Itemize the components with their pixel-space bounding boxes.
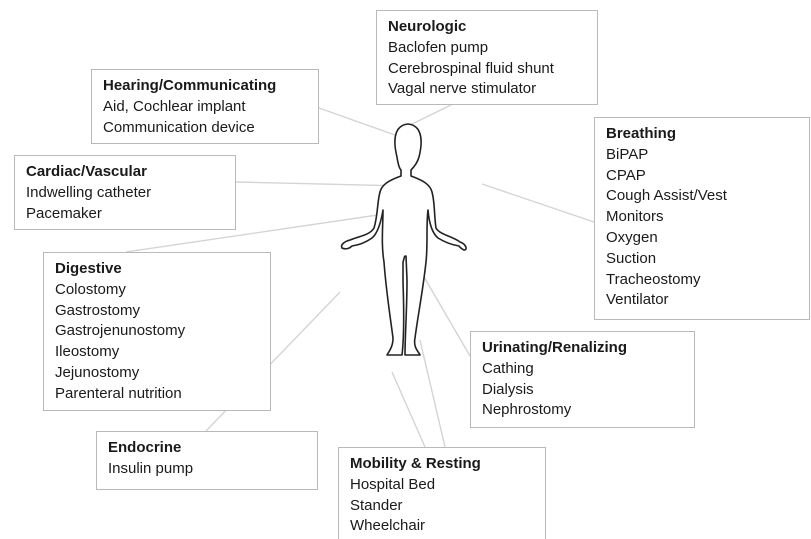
urinating-item: Dialysis	[482, 380, 684, 401]
digestive-item: Gastrostomy	[55, 301, 260, 322]
cardiac-connector	[236, 182, 405, 186]
mobility-item: Wheelchair	[350, 516, 535, 537]
digestive-item: Ileostomy	[55, 342, 260, 363]
neurologic-item: Cerebrospinal fluid shunt	[388, 59, 587, 80]
mobility-title: Mobility & Resting	[350, 454, 535, 475]
hearing-item: Aid, Cochlear implant	[103, 97, 308, 118]
neurologic-connector	[410, 103, 455, 125]
breathing-item: Suction	[606, 249, 799, 270]
breathing-title: Breathing	[606, 124, 799, 145]
mobility-item: Stander	[350, 496, 535, 517]
neurologic-title: Neurologic	[388, 17, 587, 38]
cardiac-vascular-box: Cardiac/Vascular Indwelling catheter Pac…	[14, 155, 236, 230]
digestive-box: Digestive Colostomy Gastrostomy Gastroje…	[43, 252, 271, 411]
human-body-outline	[342, 124, 466, 355]
breathing-connector	[482, 184, 594, 222]
breathing-item: Cough Assist/Vest	[606, 186, 799, 207]
mobility-item: Hospital Bed	[350, 475, 535, 496]
neurologic-item: Baclofen pump	[388, 38, 587, 59]
neurologic-item: Vagal nerve stimulator	[388, 79, 587, 100]
breathing-item: Monitors	[606, 207, 799, 228]
hearing-item: Communication device	[103, 118, 308, 139]
cardiac-title: Cardiac/Vascular	[26, 162, 225, 183]
cardiac-item: Indwelling catheter	[26, 183, 225, 204]
endocrine-title: Endocrine	[108, 438, 307, 459]
urinating-title: Urinating/Renalizing	[482, 338, 684, 359]
neurologic-box: Neurologic Baclofen pump Cerebrospinal f…	[376, 10, 598, 105]
urinating-item: Cathing	[482, 359, 684, 380]
breathing-item: BiPAP	[606, 145, 799, 166]
breathing-item: CPAP	[606, 166, 799, 187]
hearing-title: Hearing/Communicating	[103, 76, 308, 97]
digestive-item: Parenteral nutrition	[55, 384, 260, 405]
breathing-item: Tracheostomy	[606, 270, 799, 291]
digestive-item: Gastrojenunostomy	[55, 321, 260, 342]
urinating-item: Nephrostomy	[482, 400, 684, 421]
breathing-box: Breathing BiPAP CPAP Cough Assist/Vest M…	[594, 117, 810, 320]
mobility-connector-b	[392, 372, 425, 447]
hearing-communicating-box: Hearing/Communicating Aid, Cochlear impl…	[91, 69, 319, 144]
mobility-resting-box: Mobility & Resting Hospital Bed Stander …	[338, 447, 546, 539]
breathing-item: Ventilator	[606, 290, 799, 311]
digestive-title: Digestive	[55, 259, 260, 280]
digestive-item: Jejunostomy	[55, 363, 260, 384]
urinating-connector	[420, 270, 470, 356]
cardiac-item: Pacemaker	[26, 204, 225, 225]
breathing-item: Oxygen	[606, 228, 799, 249]
hearing-connector	[319, 108, 395, 135]
urinating-renalizing-box: Urinating/Renalizing Cathing Dialysis Ne…	[470, 331, 695, 428]
mobility-connector-a	[420, 340, 445, 447]
endocrine-box: Endocrine Insulin pump	[96, 431, 318, 490]
digestive-item: Colostomy	[55, 280, 260, 301]
endocrine-item: Insulin pump	[108, 459, 307, 480]
